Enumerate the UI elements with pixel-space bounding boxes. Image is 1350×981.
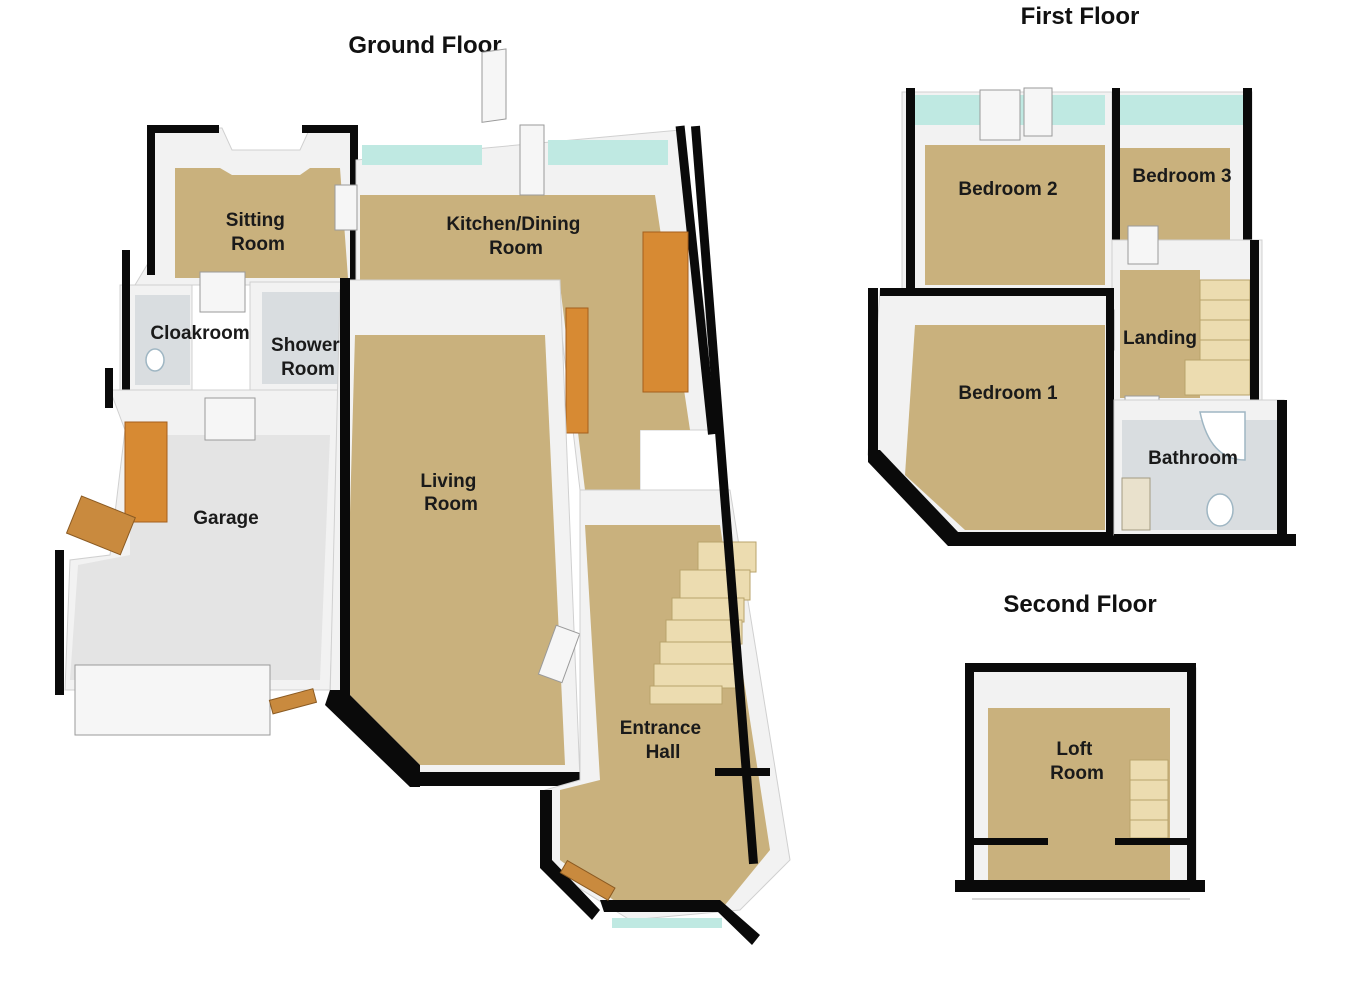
landing — [1095, 225, 1263, 427]
bedroom-2-label: Bedroom 2 — [958, 179, 1057, 200]
ground-floor-title: Ground Floor — [348, 32, 501, 59]
kitchen-dining-room — [334, 48, 721, 491]
loft-staircase — [1129, 759, 1169, 839]
bathroom — [1113, 399, 1296, 546]
bedroom-1-label: Bedroom 1 — [958, 383, 1058, 404]
loft-room-label: Loft Room — [1050, 739, 1104, 784]
first-floor-plan: First Floor — [867, 3, 1296, 546]
cloakroom-label: Cloakroom — [150, 323, 249, 344]
entrance-hall-label: Entrance Hall — [620, 718, 707, 763]
bedroom-1 — [867, 288, 1118, 546]
sitting-room-label: Sitting Room — [226, 210, 290, 255]
second-floor-title: Second Floor — [1003, 591, 1156, 618]
living-room-label: Living Room — [420, 471, 481, 515]
first-floor-title: First Floor — [1021, 3, 1140, 30]
second-floor-plan: Second Floor Loft Room — [955, 591, 1205, 900]
bedroom-2 — [901, 87, 1113, 291]
shower-room-label: Shower Room — [271, 335, 345, 380]
living-room — [325, 278, 626, 787]
entrance-staircase — [649, 541, 757, 705]
shower-room — [199, 271, 347, 398]
cloakroom — [119, 250, 193, 391]
landing-label: Landing — [1123, 328, 1197, 349]
bathroom-label: Bathroom — [1148, 448, 1238, 469]
garage-label: Garage — [193, 508, 258, 529]
bath-icon — [1199, 411, 1246, 461]
ground-floor-plan: Ground Floor — [55, 32, 791, 945]
bedroom-3-label: Bedroom 3 — [1132, 166, 1231, 187]
landing-staircase — [1184, 279, 1251, 396]
toilet-icon — [1206, 493, 1234, 527]
sitting-room — [134, 125, 358, 286]
garage — [55, 368, 341, 736]
kitchen-dining-room-label: Kitchen/Dining Room — [446, 214, 585, 259]
entrance-hall — [540, 125, 791, 945]
loft-room — [955, 663, 1205, 900]
